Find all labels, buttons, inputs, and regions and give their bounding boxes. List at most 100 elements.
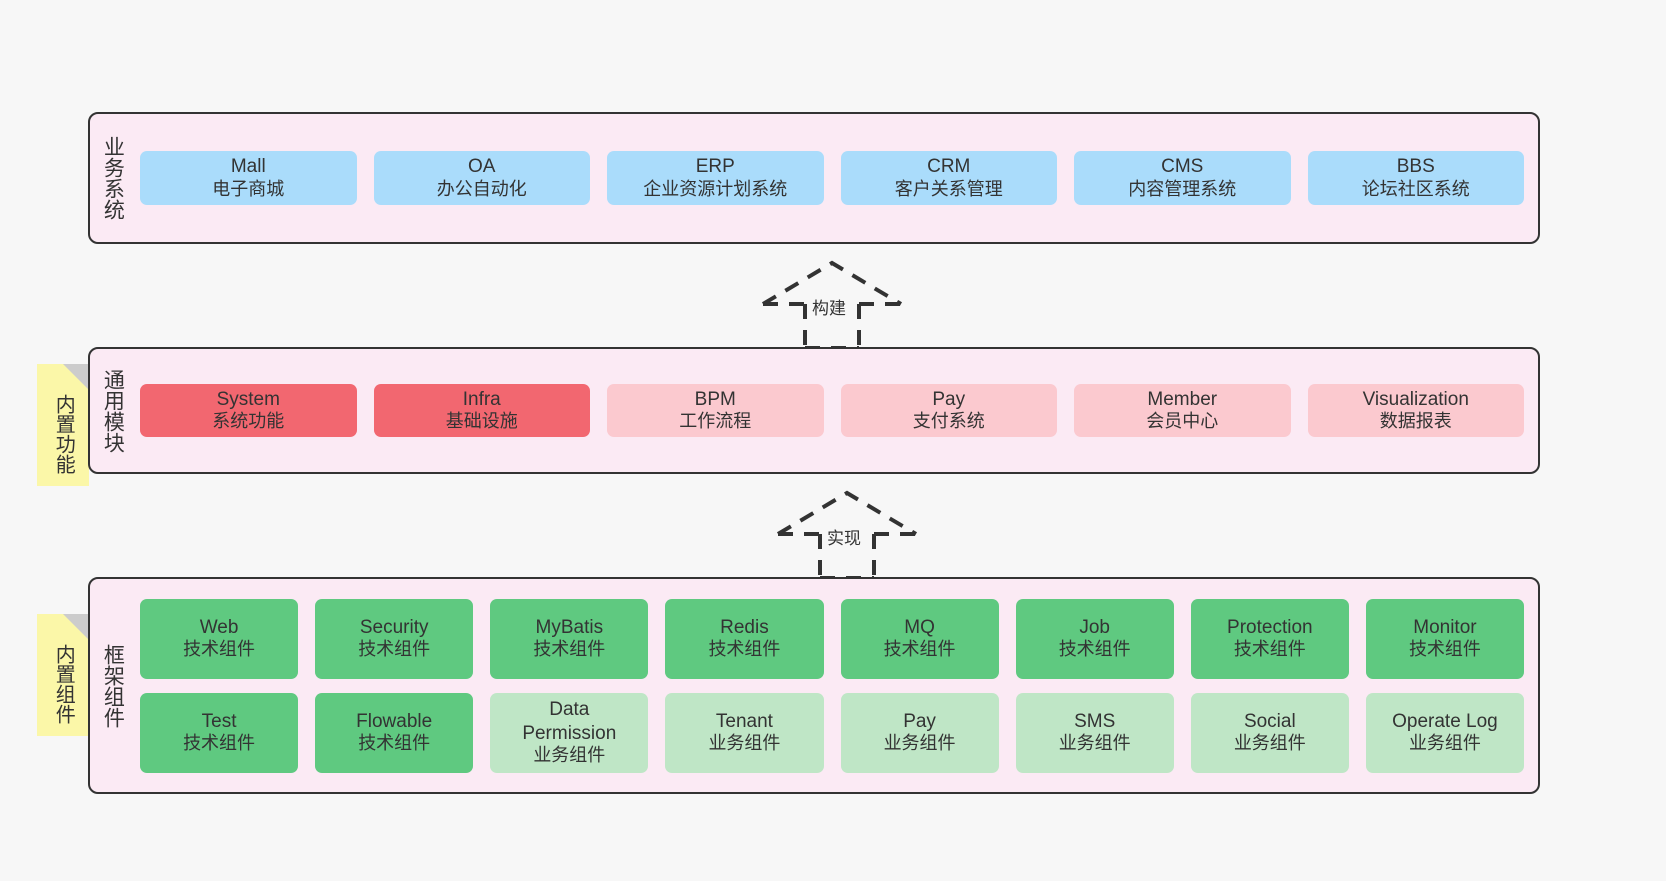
framework-business-row: Test 技术组件 Flowable 技术组件 Data Permission …	[140, 692, 1524, 773]
connector-implement-label: 实现	[827, 529, 861, 548]
card-erp[interactable]: ERP 企业资源计划系统	[607, 151, 824, 205]
card-security-desc: 技术组件	[358, 639, 431, 660]
card-cms[interactable]: CMS 内容管理系统	[1074, 151, 1291, 205]
card-mq-desc: 技术组件	[883, 639, 956, 660]
card-bpm-desc: 工作流程	[679, 411, 752, 432]
card-flowable-desc: 技术组件	[358, 733, 431, 754]
layer-business-label: 业务系统	[101, 136, 125, 220]
card-bpm-name: BPM	[694, 388, 736, 410]
card-data-permission-desc: 业务组件	[533, 744, 606, 765]
card-mq-name: MQ	[904, 616, 935, 638]
card-protection-name: Protection	[1227, 616, 1313, 638]
card-oa-name: OA	[468, 156, 496, 178]
card-mybatis[interactable]: MyBatis 技术组件	[490, 598, 649, 679]
card-web[interactable]: Web 技术组件	[140, 598, 299, 679]
card-redis-desc: 技术组件	[708, 639, 781, 660]
card-job[interactable]: Job 技术组件	[1015, 598, 1174, 679]
card-system[interactable]: System 系统功能	[140, 383, 357, 438]
card-tenant-desc: 业务组件	[708, 733, 781, 754]
card-redis[interactable]: Redis 技术组件	[665, 598, 824, 679]
card-cms-name: CMS	[1161, 156, 1204, 178]
card-job-name: Job	[1079, 616, 1110, 638]
card-operate-log-name: Operate Log	[1392, 710, 1498, 732]
layer-framework-body: Web 技术组件 Security 技术组件 MyBatis 技术组件 Redi…	[134, 579, 1538, 792]
connector-build-label: 构建	[812, 299, 846, 318]
common-card-row: System 系统功能 Infra 基础设施 BPM 工作流程 Pay 支付系统…	[140, 383, 1524, 438]
card-crm[interactable]: CRM 客户关系管理	[840, 151, 1057, 205]
card-system-desc: 系统功能	[212, 411, 285, 432]
layer-business-systems: 业务系统 Mall 电子商城 OA 办公自动化 ERP 企业资源计划系统 CRM…	[88, 112, 1540, 244]
layer-common-label: 通用模块	[101, 368, 125, 453]
card-pay-component[interactable]: Pay 业务组件	[840, 692, 999, 773]
card-bbs-name: BBS	[1396, 156, 1435, 178]
card-operate-log[interactable]: Operate Log 业务组件	[1365, 692, 1524, 773]
card-infra-desc: 基础设施	[445, 411, 518, 432]
card-sms-desc: 业务组件	[1058, 733, 1131, 754]
layer-framework-components: 框架组件 Web 技术组件 Security 技术组件 MyBatis 技术组件…	[88, 577, 1540, 794]
card-erp-desc: 企业资源计划系统	[643, 178, 788, 199]
layer-framework-label: 框架组件	[101, 643, 125, 728]
card-tenant-name: Tenant	[715, 710, 773, 732]
layer-common-body: System 系统功能 Infra 基础设施 BPM 工作流程 Pay 支付系统…	[134, 349, 1538, 472]
sticky-fold-corner-icon	[63, 614, 89, 640]
card-flowable[interactable]: Flowable 技术组件	[315, 692, 474, 773]
business-card-row: Mall 电子商城 OA 办公自动化 ERP 企业资源计划系统 CRM 客户关系…	[140, 151, 1524, 205]
sticky-fold-corner-icon	[63, 364, 89, 390]
card-infra[interactable]: Infra 基础设施	[373, 383, 590, 438]
card-visualization-desc: 数据报表	[1379, 411, 1452, 432]
card-oa-desc: 办公自动化	[436, 178, 527, 199]
card-member-desc: 会员中心	[1146, 411, 1219, 432]
card-redis-name: Redis	[720, 616, 769, 638]
card-flowable-name: Flowable	[356, 710, 433, 732]
connector-implement: 实现	[775, 488, 925, 580]
connector-build: 构建	[760, 258, 910, 350]
card-test[interactable]: Test 技术组件	[140, 692, 299, 773]
card-operate-log-desc: 业务组件	[1408, 733, 1481, 754]
card-protection-desc: 技术组件	[1233, 639, 1306, 660]
card-job-desc: 技术组件	[1058, 639, 1131, 660]
card-mall[interactable]: Mall 电子商城	[140, 151, 357, 205]
card-infra-name: Infra	[462, 388, 501, 410]
card-monitor[interactable]: Monitor 技术组件	[1365, 598, 1524, 679]
card-member-name: Member	[1147, 388, 1218, 410]
card-data-permission-name: Data Permission	[522, 699, 617, 744]
card-crm-desc: 客户关系管理	[894, 178, 1003, 199]
card-sms[interactable]: SMS 业务组件	[1015, 692, 1174, 773]
layer-common-modules: 通用模块 System 系统功能 Infra 基础设施 BPM 工作流程 Pay…	[88, 347, 1540, 474]
card-mybatis-name: MyBatis	[535, 616, 604, 638]
card-web-name: Web	[199, 616, 239, 638]
card-mall-name: Mall	[230, 156, 266, 178]
card-bbs-desc: 论坛社区系统	[1361, 178, 1470, 199]
card-test-desc: 技术组件	[183, 733, 256, 754]
card-bpm[interactable]: BPM 工作流程	[607, 383, 824, 438]
card-pay-module-name: Pay	[932, 388, 966, 410]
card-web-desc: 技术组件	[183, 639, 256, 660]
card-mq[interactable]: MQ 技术组件	[840, 598, 999, 679]
card-cms-desc: 内容管理系统	[1128, 178, 1237, 199]
card-security[interactable]: Security 技术组件	[315, 598, 474, 679]
sticky-note-builtin-features-text: 内置功能	[52, 394, 75, 474]
card-crm-name: CRM	[927, 156, 971, 178]
card-pay-component-desc: 业务组件	[883, 733, 956, 754]
card-data-permission[interactable]: Data Permission 业务组件	[490, 692, 649, 773]
card-mall-desc: 电子商城	[212, 178, 285, 199]
card-bbs[interactable]: BBS 论坛社区系统	[1307, 151, 1524, 205]
card-monitor-name: Monitor	[1413, 616, 1477, 638]
card-oa[interactable]: OA 办公自动化	[373, 151, 590, 205]
card-social-name: Social	[1243, 710, 1296, 732]
card-visualization[interactable]: Visualization 数据报表	[1307, 383, 1524, 438]
card-pay-module[interactable]: Pay 支付系统	[840, 383, 1057, 438]
card-member[interactable]: Member 会员中心	[1074, 383, 1291, 438]
card-tenant[interactable]: Tenant 业务组件	[665, 692, 824, 773]
sticky-note-builtin-components-text: 内置组件	[52, 644, 75, 724]
card-erp-name: ERP	[695, 156, 735, 178]
card-security-name: Security	[359, 616, 429, 638]
card-protection[interactable]: Protection 技术组件	[1190, 598, 1349, 679]
card-mybatis-desc: 技术组件	[533, 639, 606, 660]
card-social-desc: 业务组件	[1233, 733, 1306, 754]
framework-tech-row: Web 技术组件 Security 技术组件 MyBatis 技术组件 Redi…	[140, 598, 1524, 679]
card-social[interactable]: Social 业务组件	[1190, 692, 1349, 773]
card-sms-name: SMS	[1074, 710, 1116, 732]
sticky-note-builtin-components: 内置组件	[37, 614, 89, 736]
